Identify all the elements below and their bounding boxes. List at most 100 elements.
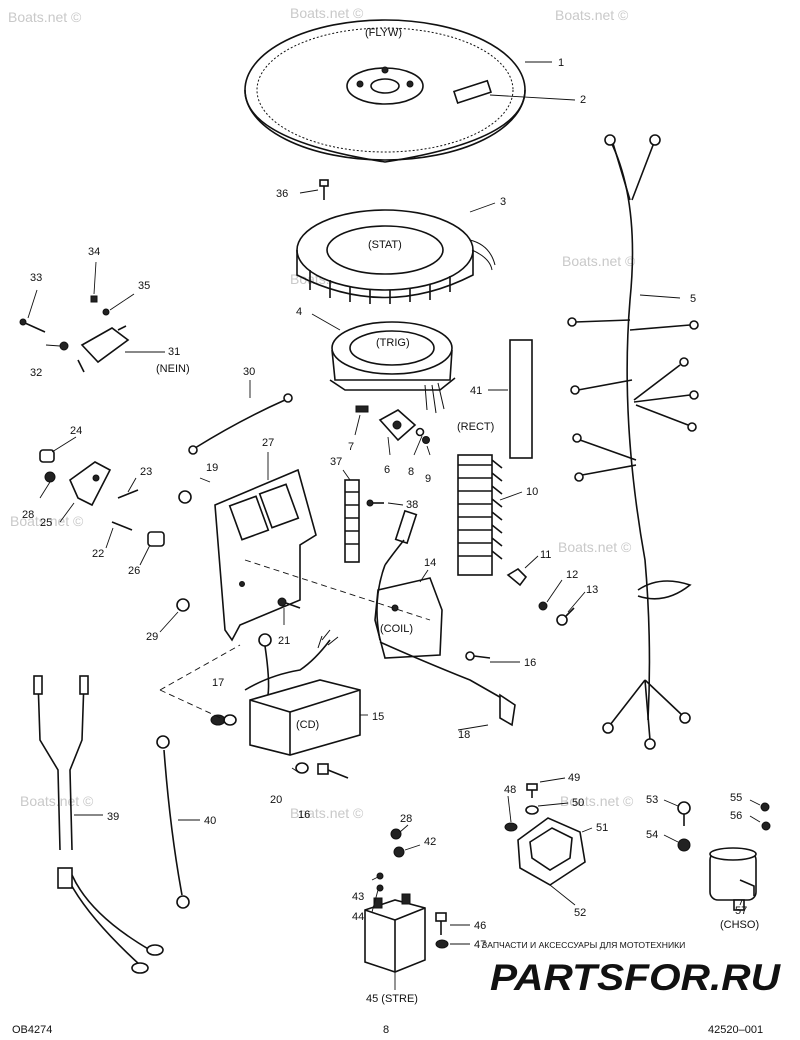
washer-48 <box>504 822 518 832</box>
assembly-line <box>244 559 431 621</box>
callout-45: 45 (STRE) <box>366 993 418 1005</box>
callout-56: 56 <box>730 810 742 822</box>
cable-39 <box>33 675 164 974</box>
mounting-plate <box>214 468 317 642</box>
washer-56 <box>761 821 771 831</box>
starter-solenoid <box>364 893 426 973</box>
washer-54 <box>677 838 691 852</box>
nut-28-right <box>390 828 402 840</box>
grommet-24 <box>39 449 55 463</box>
callout-3: 3 <box>500 196 506 208</box>
screw-33 <box>19 318 46 333</box>
callout-36: 36 <box>276 188 288 200</box>
callout-23: 23 <box>140 466 152 478</box>
watermark: Boats.net © <box>290 5 364 21</box>
label-rect: (RECT) <box>457 421 494 433</box>
screw-49 <box>526 783 538 798</box>
brand-watermark: ЗАПЧАСТИ И АКСЕССУАРЫ ДЛЯ МОТОТЕХНИКИ PA… <box>482 940 781 998</box>
washer-44 <box>376 884 384 892</box>
watermark: Boats.net © <box>555 7 629 23</box>
screw-16-lower <box>317 763 349 779</box>
washer-47 <box>435 939 449 949</box>
callout-24: 24 <box>70 425 82 437</box>
callout-9: 9 <box>425 473 431 485</box>
wiring-harness <box>567 134 699 750</box>
callout-53: 53 <box>646 794 658 806</box>
washer-35 <box>102 308 110 316</box>
clip-11 <box>506 567 528 587</box>
nut-55 <box>760 802 770 812</box>
callout-52: 52 <box>574 907 586 919</box>
callout-11: 11 <box>540 549 551 561</box>
choke-solenoid-57 <box>709 847 757 911</box>
callout-39: 39 <box>107 811 119 823</box>
callout-44: 44 <box>352 911 364 923</box>
callout-27: 27 <box>262 437 274 449</box>
watermark: Boats.net © <box>8 9 82 25</box>
bushing-26 <box>147 531 165 547</box>
rectifier: (RECT) <box>355 405 494 444</box>
nut-29 <box>176 598 190 612</box>
callout-50: 50 <box>572 797 584 809</box>
label-chso: (CHSO) <box>720 919 759 931</box>
callout-17: 17 <box>212 677 224 689</box>
callout-2: 2 <box>580 94 586 106</box>
flywheel: (FLYW) <box>244 19 526 163</box>
bushing-17 <box>210 714 237 726</box>
leader-lines <box>27 61 761 990</box>
callout-49: 49 <box>568 772 580 784</box>
callout-29: 29 <box>146 631 158 643</box>
callout-4: 4 <box>296 306 302 318</box>
callout-8: 8 <box>408 466 414 478</box>
callout-5: 5 <box>690 293 696 305</box>
label-nein: (NEIN) <box>156 363 190 375</box>
callout-10: 10 <box>526 486 538 498</box>
strip-41 <box>509 339 533 459</box>
screw-46 <box>435 912 447 935</box>
screw-13 <box>556 607 575 626</box>
screw-36 <box>319 179 329 200</box>
callout-41: 41 <box>470 385 482 397</box>
callout-51: 51 <box>596 822 608 834</box>
callout-54: 54 <box>646 829 658 841</box>
page-number: 8 <box>383 1024 389 1036</box>
callout-7: 7 <box>348 441 354 453</box>
callout-20: 20 <box>270 794 282 806</box>
brand-logo: PARTSFOR.RU <box>490 957 781 998</box>
screw-21 <box>277 597 301 609</box>
callout-25: 25 <box>40 517 52 529</box>
callout-35: 35 <box>138 280 150 292</box>
callout-48: 48 <box>504 784 516 796</box>
callout-6: 6 <box>384 464 390 476</box>
callout-28-right: 28 <box>400 813 412 825</box>
callout-55: 55 <box>730 792 742 804</box>
washer-43 <box>376 872 384 880</box>
screw-53 <box>677 801 691 826</box>
watermark: Boats.net © <box>10 513 84 529</box>
neutral-switch-31 <box>77 325 130 373</box>
callout-16-upper: 16 <box>524 657 536 669</box>
footer-diagram-code: OB4274 <box>12 1024 52 1036</box>
nut-19 <box>178 490 192 504</box>
callout-40: 40 <box>204 815 216 827</box>
label-cd: (CD) <box>296 719 319 731</box>
callout-14: 14 <box>424 557 436 569</box>
ignition-coil: (COIL) <box>374 509 516 727</box>
nut-32 <box>59 341 69 351</box>
watermark: Boats.net © <box>562 253 636 269</box>
callout-28-left: 28 <box>22 509 34 521</box>
callout-32: 32 <box>30 367 42 379</box>
watermark: Boats.net © <box>290 805 364 821</box>
regulator-51 <box>517 817 586 886</box>
watermark: Boats.net © <box>558 539 632 555</box>
brand-tagline: ЗАПЧАСТИ И АКСЕССУАРЫ ДЛЯ МОТОТЕХНИКИ <box>482 940 685 950</box>
stator: (STAT) <box>296 209 496 304</box>
ground-strap-30 <box>188 393 293 455</box>
trigger: (TRIG) <box>329 321 456 414</box>
screw-38 <box>366 499 384 507</box>
screw-34 <box>90 295 98 303</box>
terminal-strip-37 <box>344 479 360 563</box>
callout-57: 57 <box>735 905 747 917</box>
callout-47: 47 <box>474 939 486 951</box>
